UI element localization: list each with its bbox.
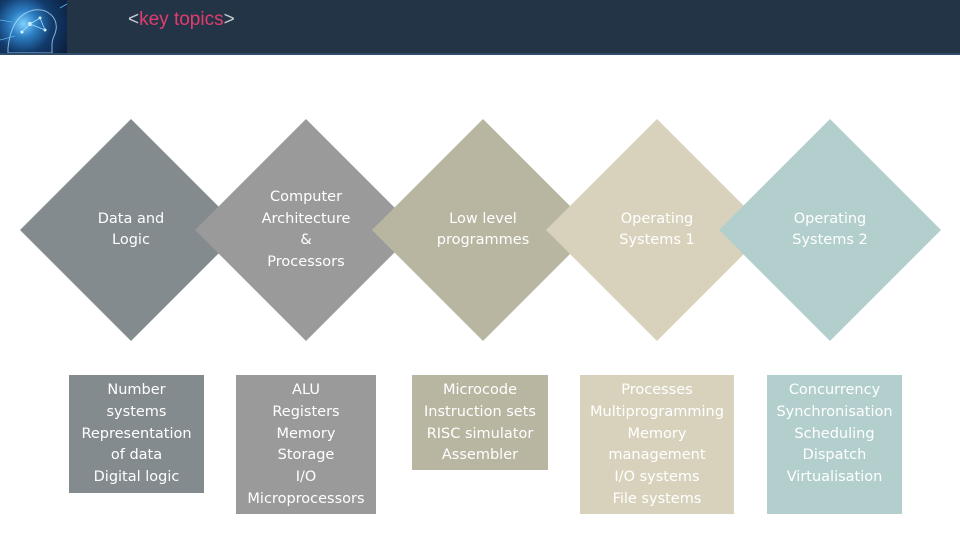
page-title: <key topics> xyxy=(128,9,235,31)
topic-diamond-os2: Operating Systems 2 xyxy=(719,119,941,341)
topic-details-low-level: Microcode Instruction sets RISC simulato… xyxy=(412,375,548,470)
title-keyword: key topics xyxy=(139,9,223,30)
ai-head-logo-icon xyxy=(0,0,67,53)
topic-details-data-logic: Number systems Representation of data Di… xyxy=(69,375,204,493)
topic-details-architecture: ALU Registers Memory Storage I/O Micropr… xyxy=(236,375,376,514)
header-bar: <key topics> xyxy=(0,0,960,55)
topic-details-os1: Processes Multiprogramming Memory manage… xyxy=(580,375,734,514)
topic-title: Operating Systems 1 xyxy=(586,175,728,285)
topic-title: Low level programmes xyxy=(412,175,554,285)
title-bracket-open: < xyxy=(128,9,139,30)
topic-title: Computer Architecture & Processors xyxy=(235,175,377,285)
topic-title: Operating Systems 2 xyxy=(759,175,901,285)
topic-details-os2: Concurrency Synchronisation Scheduling D… xyxy=(767,375,902,514)
title-bracket-close: > xyxy=(224,9,235,30)
topic-title: Data and Logic xyxy=(60,175,202,285)
